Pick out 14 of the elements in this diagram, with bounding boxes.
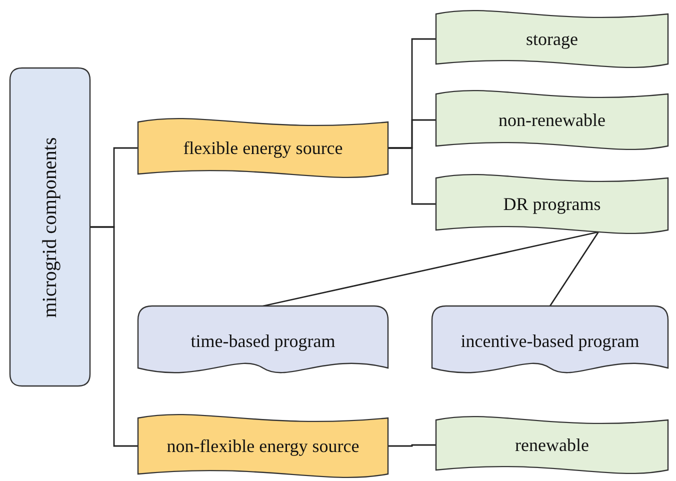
node-label: time-based program: [190, 330, 336, 352]
node-label: storage: [525, 28, 579, 50]
node-label: flexible energy source: [182, 136, 344, 160]
node-label: microgrid components: [38, 136, 62, 320]
connector-line: [388, 444, 436, 447]
node-label: non-renewable: [498, 108, 606, 132]
node-label: renewable: [514, 434, 590, 456]
node-label: incentive-based program: [460, 330, 640, 352]
node-label: non-flexible energy source: [166, 434, 360, 458]
connector-line: [549, 232, 599, 306]
connector-line: [388, 147, 436, 205]
connector-line: [90, 226, 138, 447]
node-label: DR programs: [502, 192, 602, 216]
connector-line: [262, 231, 599, 307]
